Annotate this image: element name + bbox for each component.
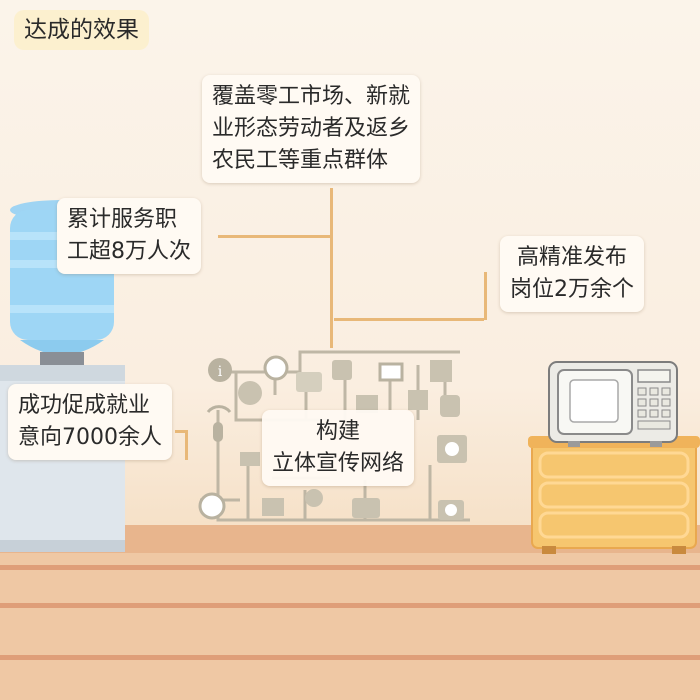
connector-coverage (330, 188, 333, 348)
coverage-line-2: 业形态劳动者及返乡 (212, 116, 411, 141)
network-box: 构建 立体宣传网络 (262, 410, 415, 486)
served-line-1: 累计服务职 (67, 207, 178, 232)
coverage-line-3: 农民工等重点群体 (212, 148, 389, 173)
microwave-icon (548, 361, 678, 447)
coverage-box: 覆盖零工市场、新就 业形态劳动者及返乡 农民工等重点群体 (202, 75, 421, 183)
media-icons: i (198, 355, 467, 520)
intent-line-2: 意向7000余人 (18, 425, 162, 450)
network-line-1: 构建 (316, 419, 361, 444)
connector-served (218, 235, 330, 238)
connector-intent-vertical (185, 430, 188, 460)
jobs-box: 高精准发布 岗位2万余个 (500, 236, 644, 312)
connector-intent (175, 430, 187, 433)
intent-line-1: 成功促成就业 (18, 393, 151, 418)
served-box: 累计服务职 工超8万人次 (57, 198, 201, 274)
served-line-2: 工超8万人次 (67, 239, 191, 264)
cabinet-icon (528, 436, 700, 554)
jobs-line-2: 岗位2万余个 (510, 277, 634, 302)
page-title: 达成的效果 (14, 10, 149, 50)
svg-text:i: i (218, 364, 223, 380)
connector-jobs-vertical (484, 272, 487, 320)
connector-jobs (334, 318, 484, 321)
intent-box: 成功促成就业 意向7000余人 (8, 384, 172, 460)
jobs-line-1: 高精准发布 (516, 245, 627, 270)
network-line-2: 立体宣传网络 (272, 451, 405, 476)
coverage-line-1: 覆盖零工市场、新就 (212, 84, 411, 109)
